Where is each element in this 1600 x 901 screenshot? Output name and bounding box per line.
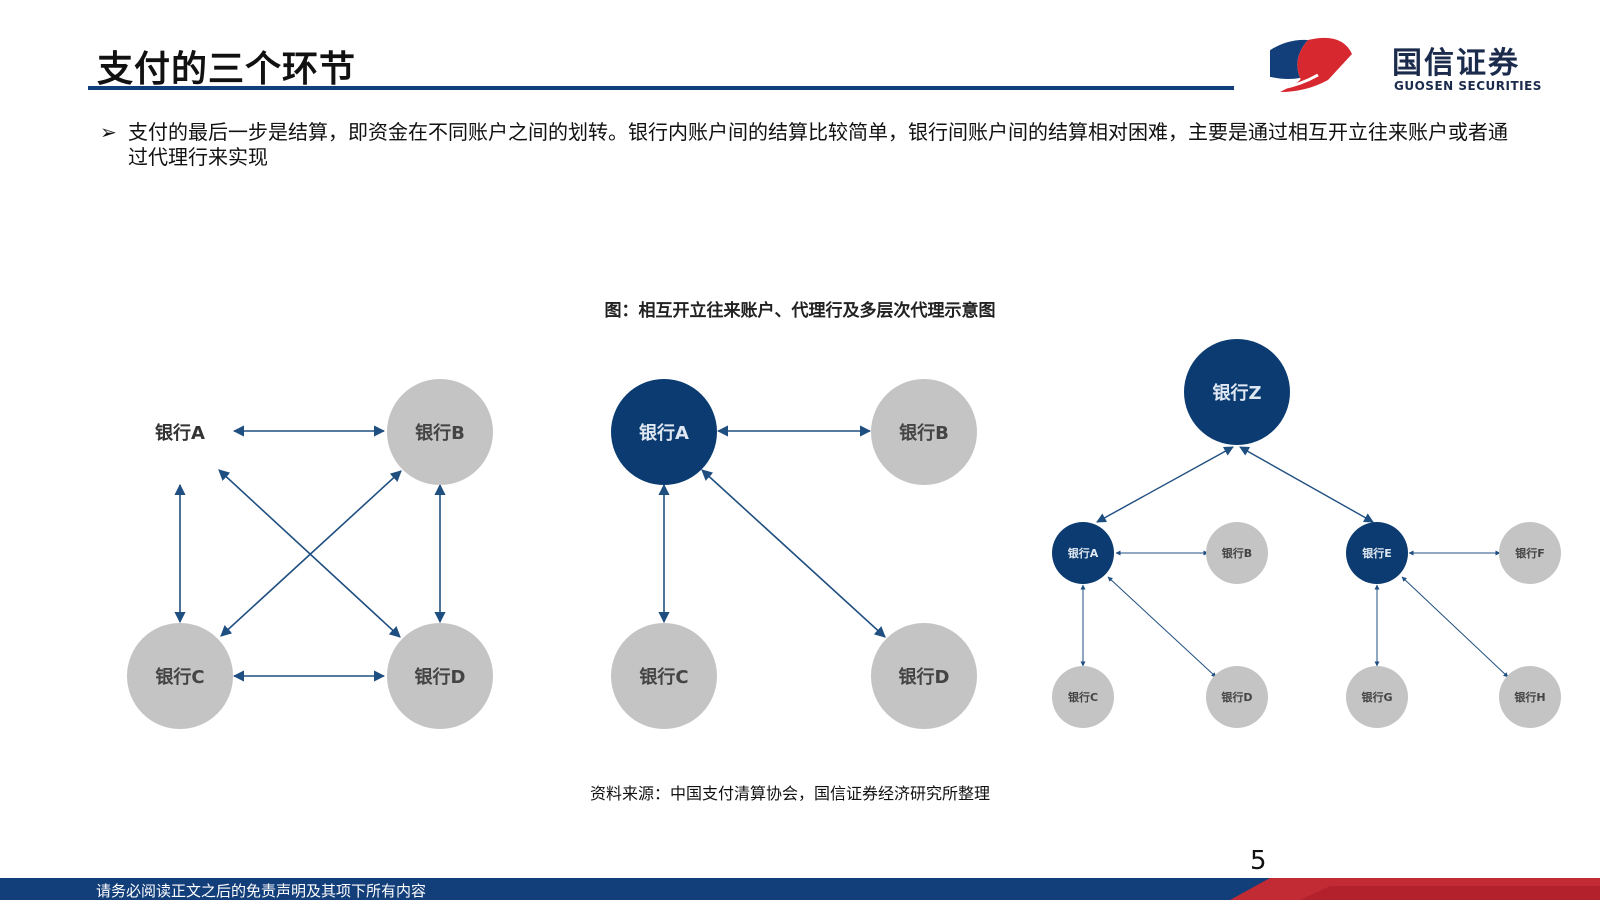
diagram-mutual-accounts: 银行A 银行B 银行C 银行D [127,379,493,729]
bullet-arrow-icon: ➢ [100,120,117,144]
page-title: 支付的三个环节 [97,49,357,90]
page-number: 5 [1250,846,1267,876]
logo-text-en: GUOSEN SECURITIES [1394,79,1542,93]
node-bank-c [611,623,717,729]
label-bank-a: 银行A [639,422,689,444]
logo-text-cn: 国信证券 [1392,46,1520,81]
node-bank-e [1346,522,1408,584]
label-bank-b: 银行B [1222,546,1252,560]
label-bank-c: 银行C [639,666,688,688]
label-bank-c: 银行C [1068,690,1098,704]
figure-source: 资料来源：中国支付清算协会，国信证券经济研究所整理 [589,784,990,803]
node-bank-d [1206,666,1268,728]
diagram-correspondent-bank: 银行A 银行B 银行C 银行D [611,379,977,729]
node-bank-d [871,623,977,729]
node-bank-b [387,379,493,485]
node-bank-g [1346,666,1408,728]
label-bank-a: 银行A [1068,546,1099,560]
label-bank-a: 银行A [155,422,205,444]
label-bank-b: 银行B [415,422,465,444]
arrow-e-h [1401,576,1509,678]
node-bank-b [871,379,977,485]
label-bank-b: 银行B [899,422,949,444]
node-bank-c [127,623,233,729]
title-underline [88,86,1234,90]
label-bank-d: 银行D [415,666,466,688]
arrow-z-a [1096,446,1234,523]
guosen-logo-icon [1270,37,1352,92]
arrow-a-d [701,469,886,638]
label-bank-h: 银行H [1514,690,1545,704]
arrow-a-d [1107,576,1217,678]
bullet-point: ➢ 支付的最后一步是结算，即资金在不同账户之间的划转。银行内账户间的结算比较简单… [100,120,1510,170]
label-bank-c: 银行C [155,666,204,688]
diagram-multi-level: 银行Z 银行A 银行B 银行E 银行F 银行C 银行D 银行G 银行H [1052,339,1561,728]
node-bank-h [1499,666,1561,728]
node-bank-a [1052,522,1114,584]
figure-caption: 图：相互开立往来账户、代理行及多层次代理示意图 [604,301,996,321]
node-bank-d [387,623,493,729]
label-bank-g: 银行G [1361,690,1392,704]
label-bank-d: 银行D [899,666,950,688]
node-bank-a [611,379,717,485]
footer-disclaimer: 请务必阅读正文之后的免责声明及其项下所有内容 [96,882,427,900]
label-bank-f: 银行F [1515,546,1545,560]
node-bank-z [1184,339,1290,445]
footer-bar [0,878,1600,900]
node-bank-b [1206,522,1268,584]
label-bank-z: 银行Z [1212,382,1261,404]
arrow-b-c [220,470,402,637]
node-bank-c [1052,666,1114,728]
arrow-z-e [1239,446,1374,523]
bullet-text: 支付的最后一步是结算，即资金在不同账户之间的划转。银行内账户间的结算比较简单，银… [128,120,1508,169]
node-bank-f [1499,522,1561,584]
label-bank-e: 银行E [1362,546,1392,560]
label-bank-d: 银行D [1221,690,1252,704]
